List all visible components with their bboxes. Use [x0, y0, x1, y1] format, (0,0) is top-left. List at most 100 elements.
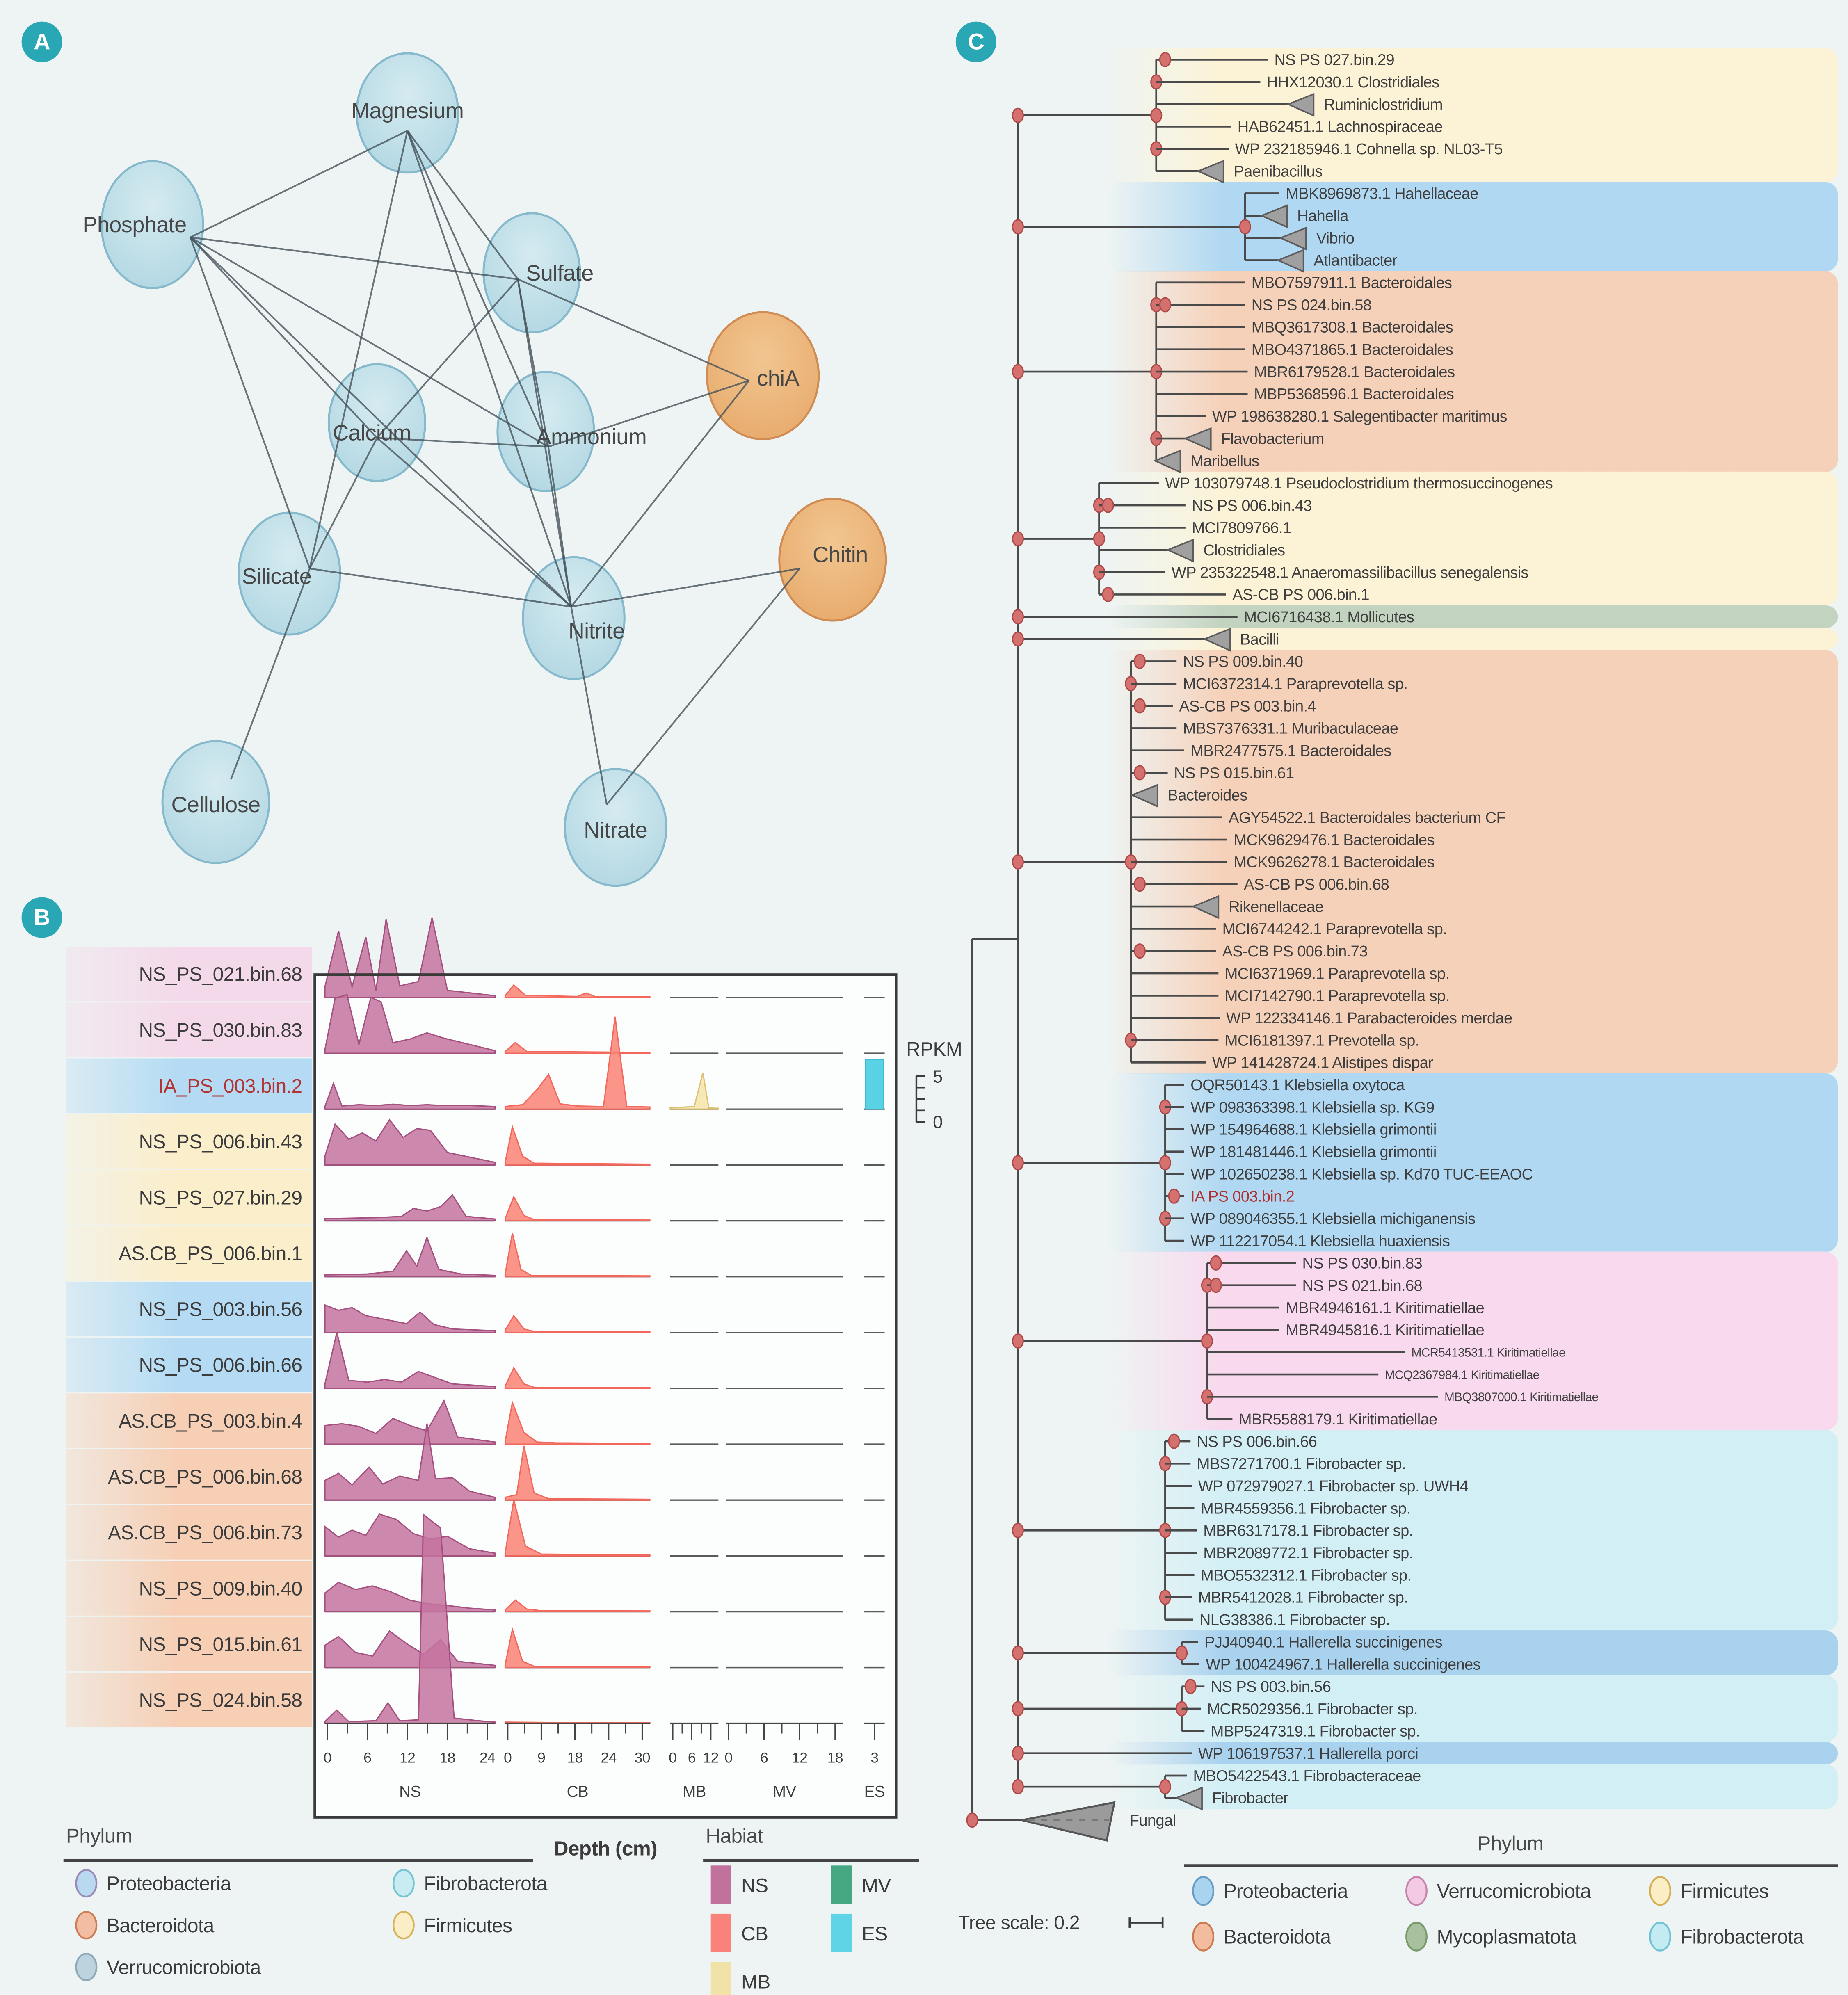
tree-node-dot	[1210, 1255, 1222, 1271]
tree-node-dot	[1176, 1645, 1188, 1661]
legend-label-Bacteroidota: Bacteroidota	[107, 1915, 215, 1937]
tree-node-dot	[1159, 1779, 1171, 1794]
area-IA_PS_003.bin.2-CB	[504, 1016, 651, 1110]
tree-leaf-label-14: MBR6179528.1 Bacteroidales	[1254, 363, 1455, 381]
column-label-NS: NS	[399, 1783, 420, 1801]
row-label-NS_PS_024.bin.58: NS_PS_024.bin.58	[139, 1690, 302, 1712]
tree-node-dot	[966, 1812, 978, 1828]
tree-leaf-label-78: Fibrobacter	[1212, 1790, 1289, 1807]
tree-band-o-10	[1107, 271, 1838, 472]
tree-node-dot	[1093, 531, 1106, 547]
network-node-Nitrate	[564, 768, 667, 887]
legend-swatch-Fibrobacterota	[1649, 1922, 1671, 1952]
tree-band-g-25	[1107, 605, 1838, 628]
network-edge-Phosphate-Silicate	[190, 237, 311, 569]
tree-leaf-label-16: WP 198638280.1 Salegentibacter maritimus	[1212, 408, 1507, 425]
tree-leaf-label-76: WP 106197537.1 Hallerella porci	[1198, 1745, 1418, 1762]
panel-b-badge-label: B	[34, 905, 50, 930]
xtick-label-CB-30: 30	[634, 1750, 650, 1766]
xtick-label-NS-6: 6	[363, 1750, 371, 1766]
xtick-label-CB-18: 18	[567, 1750, 582, 1766]
tree-leaf-label-50: WP 102650238.1 Klebsiella sp. Kd70 TUC-E…	[1190, 1166, 1533, 1183]
tree-node-dot	[1201, 1333, 1213, 1349]
collapsed-clade-Clostridiales	[1165, 539, 1194, 563]
tree-leaf-label-53: WP 112217054.1 Klebsiella huaxiensis	[1190, 1233, 1450, 1250]
rpkm-tick-label-5: 5	[933, 1067, 942, 1087]
network-node-Chitin	[778, 498, 887, 622]
column-label-MV: MV	[773, 1783, 797, 1801]
collapsed-clade-Atlantibacter	[1276, 249, 1304, 273]
legend-label-Proteobacteria: Proteobacteria	[1224, 1881, 1348, 1902]
tree-leaf-label-65: MBR4559356.1 Fibrobacter sp.	[1201, 1500, 1410, 1517]
network-node-label-Chitin: Chitin	[813, 543, 868, 567]
tree-node-dot	[1012, 854, 1024, 870]
legend-label-Fibrobacterota: Fibrobacterota	[424, 1873, 547, 1895]
network-edge-Sulfate-chiA	[517, 278, 749, 382]
xtick-label-MV-18: 18	[827, 1750, 843, 1766]
tree-leaf-label-9: Atlantibacter	[1313, 252, 1397, 269]
network-node-label-Nitrate: Nitrate	[584, 818, 647, 842]
tree-leaf-label-75: MBP5247319.1 Fibrobacter sp.	[1211, 1723, 1420, 1740]
tree-leaf-label-52: WP 089046355.1 Klebsiella michiganensis	[1190, 1210, 1475, 1228]
network-node-label-chiA: chiA	[757, 366, 799, 391]
legend-label-Mycoplasmatota: Mycoplasmatota	[1437, 1927, 1577, 1948]
area-NS_PS_030.bin.83-CB	[504, 1042, 651, 1054]
network-node-label-Ammonium: Ammonium	[536, 425, 646, 449]
tree-leaf-label-20: NS PS 006.bin.43	[1192, 497, 1312, 514]
column-label-ES: ES	[864, 1783, 885, 1801]
tree-node-dot	[1184, 1679, 1197, 1694]
tree-leaf-label-79: Fungal	[1130, 1812, 1176, 1829]
tree-node-dot	[1012, 1645, 1024, 1661]
network-edge-Phosphate-Ammonium	[190, 236, 549, 447]
tree-leaf-label-12: MBQ3617308.1 Bacteroidales	[1252, 319, 1453, 336]
row-band-NS_PS_009.bin.40	[66, 1561, 313, 1616]
legend-swatch-Verrucomicrobiota	[1405, 1876, 1428, 1906]
network-edge-Ammonium-chiA	[548, 380, 749, 448]
tree-leaf-label-39: MCI6744242.1 Paraprevotella sp.	[1222, 921, 1447, 938]
legend-c-phylum-title: Phylum	[1477, 1832, 1543, 1855]
tree-node-dot	[1012, 1779, 1024, 1794]
rpkm-axis-title: RPKM	[906, 1039, 962, 1060]
network-node-label-Silicate: Silicate	[242, 564, 312, 589]
area-NS_PS_009.bin.40-CB	[504, 1599, 651, 1613]
row-band-NS_PS_003.bin.56	[66, 1282, 313, 1337]
area-AS.CB_PS_006.bin.73-CB	[504, 1500, 651, 1557]
network-edge-Calcium-Nitrite	[376, 437, 572, 607]
tree-node-dot	[1133, 943, 1146, 959]
area-NS_PS_006.bin.43-NS	[324, 1118, 496, 1166]
tree-leaf-label-7: Hahella	[1297, 208, 1349, 225]
network-edge-Sulfate-Calcium	[376, 278, 519, 438]
area-NS_PS_015.bin.61-NS	[324, 1630, 496, 1669]
tree-leaf-label-48: WP 154964688.1 Klebsiella grimontii	[1190, 1121, 1436, 1139]
legend-label-Verrucomicrobiota: Verrucomicrobiota	[1437, 1881, 1592, 1902]
tree-leaf-label-73: NS PS 003.bin.56	[1211, 1678, 1331, 1696]
tree-leaf-label-40: AS-CB PS 006.bin.73	[1222, 943, 1368, 960]
xtick-label-ES-3: 3	[870, 1750, 878, 1766]
tree-node-dot	[1102, 498, 1114, 513]
tree-leaf-label-18: Maribellus	[1190, 453, 1259, 470]
column-label-MB: MB	[683, 1783, 706, 1801]
legend-swatch-MV	[831, 1865, 852, 1904]
area-AS.CB_PS_006.bin.68-NS	[324, 1423, 496, 1501]
row-band-NS_PS_006.bin.66	[66, 1338, 313, 1392]
legend-label-Verrucomicrobiota: Verrucomicrobiota	[107, 1957, 261, 1979]
tree-leaf-label-44: MCI6181397.1 Prevotella sp.	[1225, 1032, 1419, 1049]
tree-leaf-label-72: WP 100424967.1 Hallerella succinigenes	[1206, 1656, 1480, 1673]
panel-c-badge: C	[955, 21, 996, 62]
legend-swatch-Fibrobacterota	[393, 1869, 415, 1898]
legend-swatch-ES	[831, 1913, 852, 1952]
tree-leaf-label-59: MCQ2367984.1 Kiritimatiellae	[1385, 1368, 1540, 1382]
tree-leaf-label-27: NS PS 009.bin.40	[1183, 653, 1303, 671]
tree-node-dot	[1210, 1278, 1222, 1293]
tree-leaf-label-54: NS PS 030.bin.83	[1302, 1255, 1423, 1272]
tree-band-B-76	[1107, 1742, 1838, 1765]
tree-node-dot	[1012, 1522, 1024, 1538]
network-edge-Magnesium-Silicate	[308, 130, 409, 569]
row-label-NS_PS_030.bin.83: NS_PS_030.bin.83	[139, 1020, 302, 1041]
rpkm-tick-label-0: 0	[933, 1113, 942, 1132]
tree-leaf-label-1: HHX12030.1 Clostridiales	[1267, 74, 1439, 91]
network-edge-Calcium-Silicate	[309, 437, 378, 569]
row-label-AS.CB_PS_006.bin.73: AS.CB_PS_006.bin.73	[108, 1522, 302, 1544]
